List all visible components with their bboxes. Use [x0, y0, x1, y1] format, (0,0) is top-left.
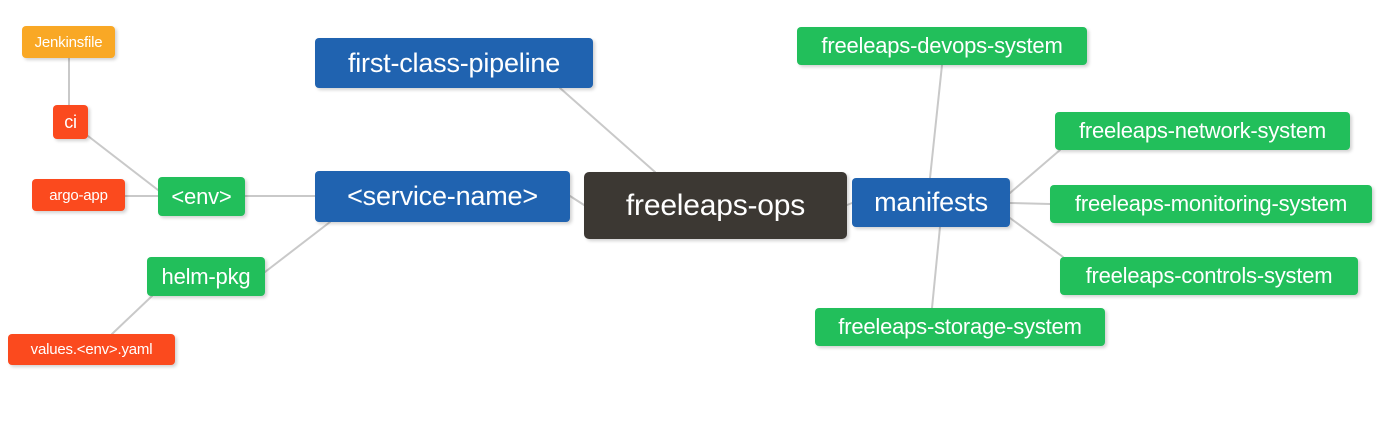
mindmap-node-label: ci [64, 111, 77, 132]
mindmap-edge-manifests-to-monitoring [1009, 202, 1051, 205]
mindmap-edge-manifests-to-controls [1009, 217, 1064, 258]
mindmap-node-label: first-class-pipeline [347, 47, 561, 78]
mindmap-node-jenkinsfile[interactable]: Jenkinsfile [22, 26, 115, 58]
mindmap-node-label: helm-pkg [161, 263, 251, 289]
mindmap-edge-root-to-service [569, 195, 585, 206]
mindmap-node-label: <env> [171, 183, 232, 209]
mindmap-node-label: <service-name> [347, 181, 538, 211]
mindmap-node-label: freeleaps-network-system [1078, 118, 1327, 143]
mindmap-node-storage[interactable]: freeleaps-storage-system [815, 308, 1105, 346]
mindmap-node-label: freeleaps-devops-system [821, 33, 1063, 58]
mindmap-node-devops[interactable]: freeleaps-devops-system [797, 27, 1087, 65]
mindmap-node-label: freeleaps-ops [625, 188, 806, 222]
mindmap-edge-manifests-to-devops [929, 64, 943, 179]
mindmap-node-pipeline[interactable]: first-class-pipeline [315, 38, 593, 88]
mindmap-edge-helm-to-values [111, 295, 153, 335]
mindmap-node-env[interactable]: <env> [158, 177, 245, 216]
mindmap-node-label: Jenkinsfile [34, 33, 103, 51]
mindmap-node-label: manifests [874, 187, 988, 217]
mindmap-edge-manifests-to-storage [931, 226, 941, 309]
mindmap-node-controls[interactable]: freeleaps-controls-system [1060, 257, 1358, 295]
mindmap-node-label: freeleaps-controls-system [1085, 263, 1333, 288]
mindmap-node-label: freeleaps-storage-system [838, 314, 1082, 339]
mindmap-node-root[interactable]: freeleaps-ops [584, 172, 847, 239]
mindmap-edge-root-to-pipeline [559, 87, 656, 173]
mindmap-node-network[interactable]: freeleaps-network-system [1055, 112, 1350, 150]
mindmap-node-monitoring[interactable]: freeleaps-monitoring-system [1050, 185, 1372, 223]
mindmap-node-helm[interactable]: helm-pkg [147, 257, 265, 296]
mindmap-node-label: values.<env>.yaml [30, 341, 153, 358]
mindmap-node-service[interactable]: <service-name> [315, 171, 570, 222]
mindmap-node-values[interactable]: values.<env>.yaml [8, 334, 175, 365]
mindmap-node-ci[interactable]: ci [53, 105, 88, 139]
mindmap-edge-service-to-helm [264, 221, 331, 273]
mindmap-node-manifests[interactable]: manifests [852, 178, 1010, 227]
mindmap-node-label: argo-app [49, 186, 108, 204]
mindmap-node-argoapp[interactable]: argo-app [32, 179, 125, 211]
mindmap-node-label: freeleaps-monitoring-system [1074, 191, 1348, 216]
